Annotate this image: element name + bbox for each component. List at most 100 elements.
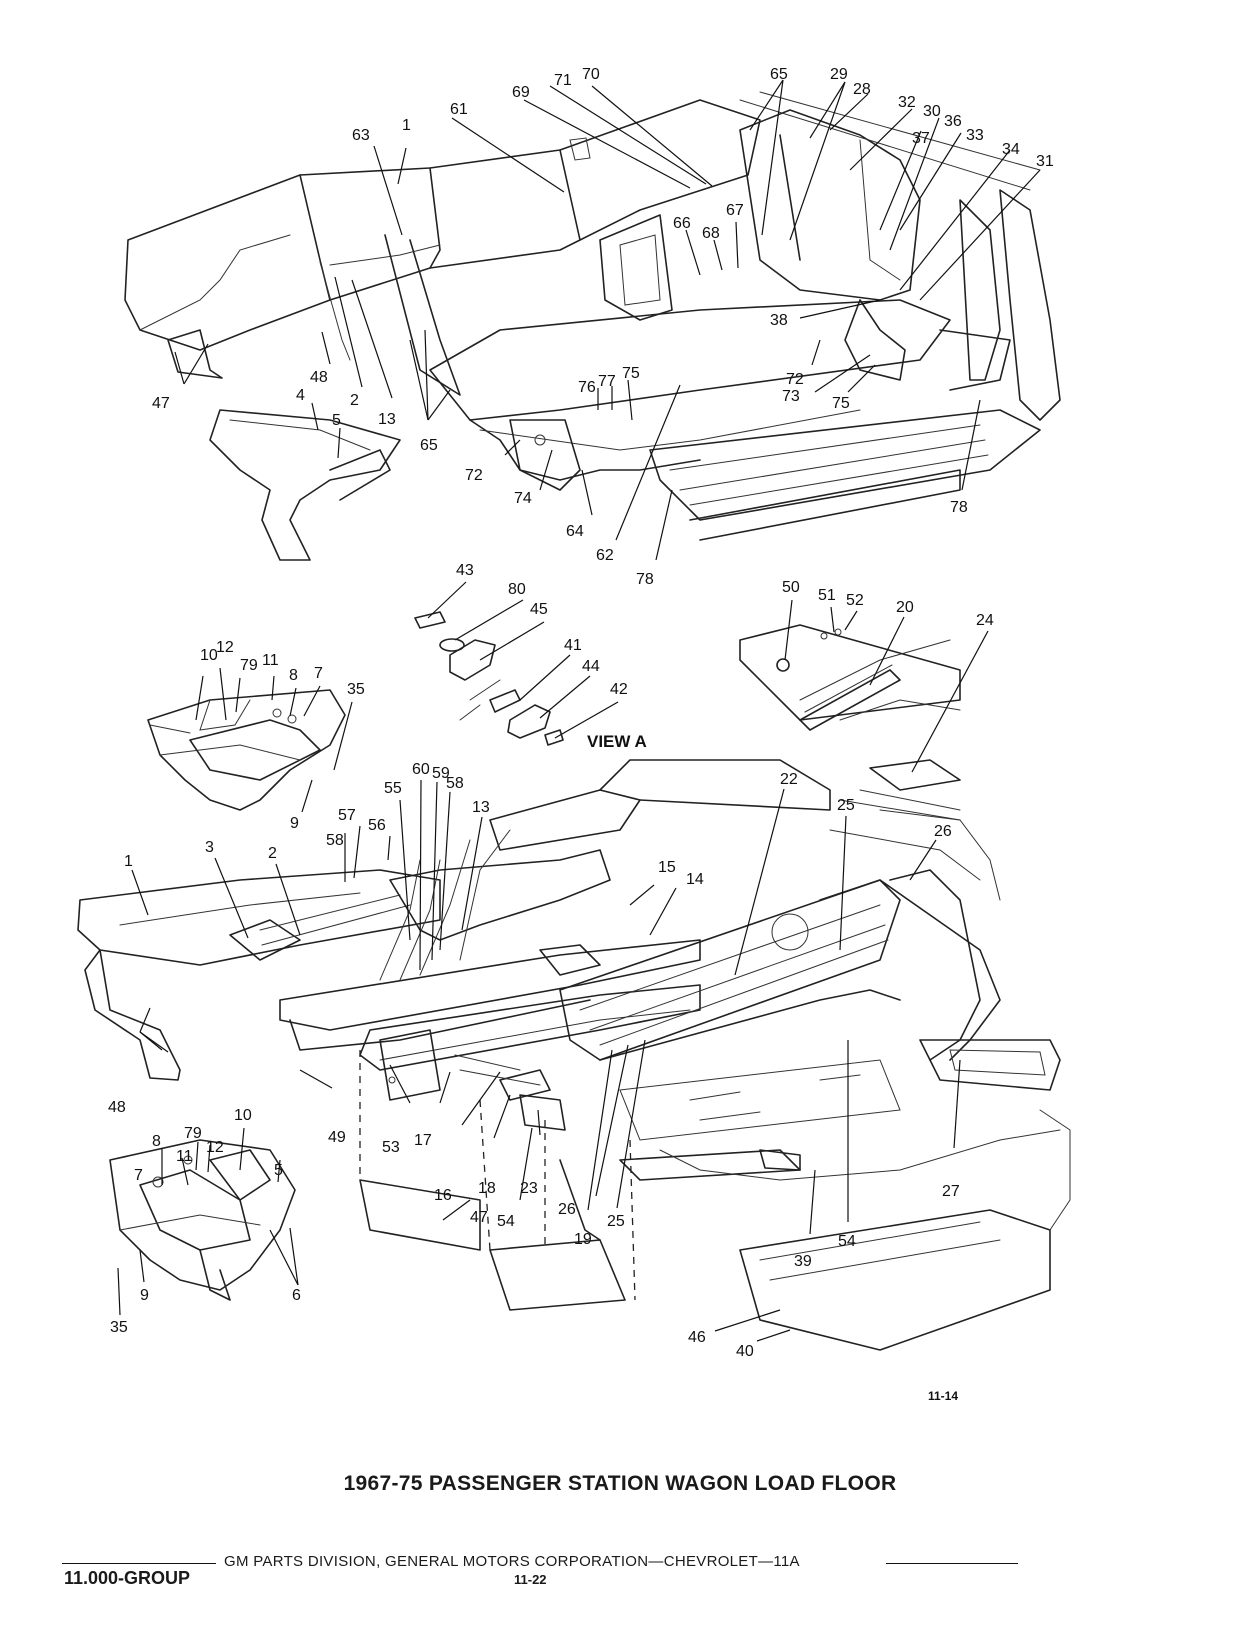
callout-6: 6 (292, 1287, 301, 1304)
callout-25-lower: 26 (558, 1201, 576, 1218)
callout-7-lower: 7 (134, 1167, 143, 1184)
callout-59: 59 (432, 765, 450, 782)
callout-9-lower: 9 (140, 1287, 149, 1304)
footer-division: GM PARTS DIVISION, GENERAL MOTORS CORPOR… (224, 1553, 800, 1570)
callout-16: 16 (434, 1187, 452, 1204)
callout-42: 42 (610, 681, 628, 698)
callout-labels: 1 2 4 5 13 47 48 61 62 63 64 65 65 66 67… (108, 66, 1054, 1403)
callout-43: 43 (456, 562, 474, 579)
callout-73: 73 (782, 388, 800, 405)
callout-27: 39 (794, 1253, 812, 1270)
callout-3-main: 3 (205, 839, 214, 856)
callout-61: 61 (450, 101, 468, 118)
footer-rule-right (886, 1563, 1018, 1564)
callout-28: 28 (853, 81, 871, 98)
callout-2: 2 (350, 392, 359, 409)
callout-40: 46 (688, 1329, 706, 1346)
view-a-parts (414, 611, 564, 746)
callout-8-lower: 8 (152, 1133, 161, 1150)
callout-5-lower: 5 (274, 1162, 283, 1179)
left-hinge-detail-lower (109, 1139, 296, 1301)
callout-79-lower: 79 (184, 1125, 202, 1142)
callout-45: 45 (530, 601, 548, 618)
callout-17: 17 (414, 1132, 432, 1149)
callout-57: 58 (326, 832, 344, 849)
callout-10-lower: 10 (234, 1107, 252, 1124)
callout-22: 23 (520, 1180, 538, 1197)
callout-11-upper: 11 (262, 652, 279, 669)
callout-72a: 72 (465, 467, 483, 484)
callout-5: 5 (332, 412, 341, 429)
callout-35-lower: 35 (110, 1319, 128, 1336)
callout-29: 29 (830, 66, 848, 83)
callout-36: 36 (944, 113, 962, 130)
callout-63: 63 (352, 127, 370, 144)
callout-50: 50 (782, 579, 800, 596)
callout-48-main: 49 (328, 1129, 346, 1146)
callout-68: 68 (702, 225, 720, 242)
callout-71: 71 (554, 72, 572, 89)
callout-12-upper: 12 (216, 639, 234, 656)
callout-35-upper: 35 (347, 681, 365, 698)
callout-74: 74 (514, 490, 532, 507)
callout-37: 37 (912, 130, 930, 147)
footer-group: 11.000-GROUP (64, 1568, 191, 1588)
callout-31: 31 (1036, 153, 1054, 170)
callout-12-lower: 12 (206, 1139, 224, 1156)
figure-title: 1967-75 PASSENGER STATION WAGON LOAD FLO… (343, 1472, 897, 1495)
callout-38: 38 (770, 312, 788, 329)
callout-20: 20 (896, 599, 914, 616)
callout-26: 27 (942, 1183, 960, 1200)
callout-75a: 75 (622, 365, 640, 382)
callout-58: 58 (446, 775, 464, 792)
left-hinge-detail-upper (147, 689, 346, 811)
callout-66: 66 (673, 215, 691, 232)
callout-15: 15 (658, 859, 676, 876)
footer-page-number: 11-22 (514, 1572, 547, 1587)
load-floor-assembly (77, 759, 1071, 1351)
callout-18: 18 (478, 1180, 496, 1197)
right-detail (739, 624, 961, 821)
footer-rule-left (62, 1563, 216, 1564)
callout-53-right: 54 (838, 1233, 856, 1250)
callout-67: 67 (726, 202, 744, 219)
callout-79-upper: 79 (240, 657, 258, 674)
callout-44: 44 (582, 658, 600, 675)
callout-52: 52 (846, 592, 864, 609)
figure-id: 11-14 (928, 1389, 958, 1403)
callout-51: 51 (818, 587, 836, 604)
callout-49: 53 (382, 1139, 400, 1156)
callout-70: 70 (582, 66, 600, 83)
callout-1: 1 (402, 117, 411, 134)
callout-64: 64 (566, 523, 584, 540)
callout-7-upper: 7 (314, 665, 323, 682)
callout-11-lower: 11 (176, 1148, 193, 1165)
callout-77: 77 (598, 373, 616, 390)
callout-41: 41 (564, 637, 582, 654)
callout-65a: 65 (770, 66, 788, 83)
callout-39: 40 (736, 1343, 754, 1360)
callout-33: 33 (966, 127, 984, 144)
callout-2-main: 2 (268, 845, 277, 862)
callout-80: 80 (508, 581, 526, 598)
callout-30: 30 (923, 103, 941, 120)
view-a-label: VIEW A (587, 732, 647, 751)
callout-75b: 75 (832, 395, 850, 412)
callout-21: 22 (780, 771, 798, 788)
callout-32: 32 (898, 94, 916, 111)
callout-54: 55 (384, 780, 402, 797)
callout-76: 76 (578, 379, 596, 396)
seat-back-assembly (124, 91, 1061, 561)
callout-47-main: 48 (108, 1099, 126, 1116)
callout-13-main: 13 (472, 799, 490, 816)
callout-23-lower: 25 (607, 1213, 625, 1230)
callout-9-upper: 9 (290, 815, 299, 832)
callout-8-upper: 8 (289, 667, 298, 684)
callout-10-upper: 10 (200, 647, 218, 664)
callout-48: 48 (310, 369, 328, 386)
callout-53-left: 54 (497, 1213, 515, 1230)
callout-25-upper: 26 (934, 823, 952, 840)
callout-23-upper: 25 (837, 797, 855, 814)
callout-1-main: 1 (124, 853, 133, 870)
